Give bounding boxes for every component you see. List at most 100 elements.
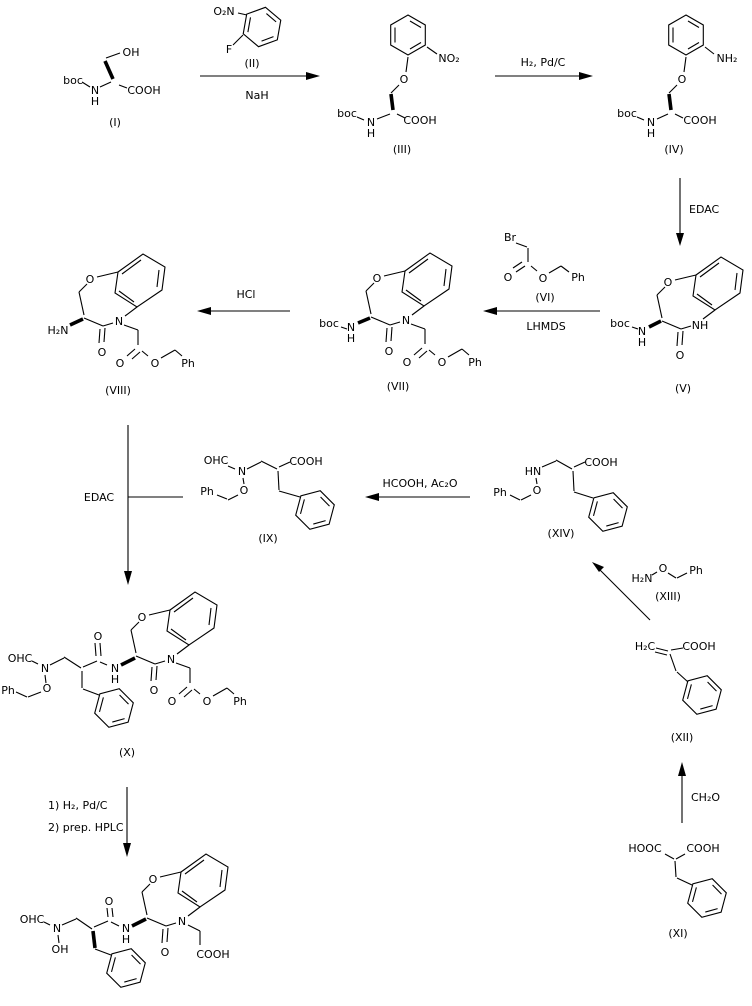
atom-label-h: H	[367, 127, 375, 140]
atom-label-o-carbonyl: O	[116, 357, 125, 370]
atom-label-n: N	[647, 116, 655, 129]
atom-label-o-benzyloxy: O	[43, 682, 52, 695]
compound-II: O₂N F (II)	[213, 3, 284, 70]
compound-label-IV: (IV)	[664, 143, 683, 156]
ester-side-chain	[175, 662, 235, 698]
atom-label-ohc: OHC	[8, 652, 33, 665]
atom-label-boc: boc	[337, 107, 357, 120]
atom-label-boc: boc	[63, 74, 83, 87]
atom-label-cooh: COOH	[686, 842, 719, 855]
compound-product: OHC N OH O N H O N O COOH	[20, 853, 230, 993]
atom-label-h2n: H₂N	[632, 572, 653, 585]
atom-label-cooh: COOH	[289, 455, 322, 468]
atom-label-cooh: COOH	[682, 640, 715, 653]
compound-label-V: (V)	[675, 382, 691, 395]
atom-label-h-amide: H	[111, 673, 119, 686]
atom-label-cooh: COOH	[127, 84, 160, 97]
compound-label-XII: (XII)	[671, 731, 694, 744]
benzoxazepinone-skeleton	[656, 256, 744, 347]
atom-label-o: O	[659, 562, 668, 575]
atom-label-o-ring: O	[138, 611, 147, 624]
arrow-x-to-product: 1) H₂, Pd/C 2) prep. HPLC	[48, 787, 131, 857]
compound-VI: Br O O Ph (VI)	[504, 231, 585, 304]
benzene-ring	[292, 485, 338, 535]
arrow-i-to-iii: NaH	[200, 72, 320, 102]
atom-label-ph: Ph	[468, 356, 482, 369]
atom-label-n: N	[638, 325, 646, 338]
atom-label-hooc: HOOC	[628, 842, 662, 855]
atom-label-n-ring: N	[178, 915, 186, 928]
atom-label-ohc: OHC	[204, 454, 229, 467]
atom-label-o-carbonyl: O	[403, 356, 412, 369]
benzene-ring	[684, 873, 730, 923]
atom-label-cooh: COOH	[683, 114, 716, 127]
atom-label-o-lactam: O	[385, 345, 394, 358]
reagent-label-edac-1: EDAC	[689, 203, 720, 216]
compound-X: OHC N O Ph O N H O N O O O Ph (X)	[1, 591, 247, 759]
compound-label-III: (III)	[393, 143, 411, 156]
compound-label-VI: (VI)	[535, 291, 554, 304]
atom-label-o: O	[678, 73, 687, 86]
atom-label-ph-benzyloxy: Ph	[1, 684, 15, 697]
atom-label-cooh: COOH	[196, 948, 229, 961]
atom-label-o: O	[400, 73, 409, 86]
atom-label-o: O	[240, 484, 249, 497]
compound-label-X: (X)	[119, 746, 135, 759]
atom-label-ph: Ph	[493, 486, 507, 499]
atom-label-ph-ester: Ph	[233, 695, 247, 708]
compound-XII: H₂C COOH (XII)	[635, 640, 725, 744]
arrow-iii-to-iv: H₂, Pd/C	[495, 56, 593, 80]
atom-label-o-lactam: O	[150, 684, 159, 697]
reagent-label-step1: 1) H₂, Pd/C	[48, 799, 108, 812]
compound-I: boc N H OH COOH (I)	[63, 46, 161, 129]
compound-XIII: H₂N O Ph (XIII)	[632, 562, 703, 603]
atom-label-n-ring: N	[167, 653, 175, 666]
compound-label-VII: (VII)	[387, 380, 410, 393]
atom-label-o-carbonyl: O	[504, 271, 513, 284]
atom-label-o2n: O₂N	[213, 5, 234, 18]
atom-label-ph: Ph	[571, 271, 585, 284]
atom-label-n-ring: N	[402, 314, 410, 327]
atom-label-f: F	[226, 43, 232, 56]
benzoxazepinone-skeleton	[365, 252, 453, 343]
ester-side-chain	[410, 323, 470, 359]
atom-label-n-amide: N	[111, 662, 119, 675]
reagent-label-nah: NaH	[245, 89, 268, 102]
arrow-viii-to-x: EDAC	[84, 425, 183, 585]
atom-label-cooh: COOH	[403, 114, 436, 127]
reagent-label-h2-pdc: H₂, Pd/C	[521, 56, 566, 69]
atom-label-n: N	[53, 922, 61, 935]
reagent-label-edac-2: EDAC	[84, 491, 115, 504]
atom-label-hn: HN	[525, 465, 542, 478]
compound-label-XIII: (XIII)	[655, 590, 681, 603]
atom-label-n: N	[91, 84, 99, 97]
atom-label-o-ester: O	[203, 695, 212, 708]
atom-label-oh: OH	[123, 46, 140, 59]
compound-VII: O N O boc N H O O Ph (VII)	[319, 252, 482, 393]
benzene-ring	[668, 14, 704, 56]
reagent-label-hcooh-ac2o: HCOOH, Ac₂O	[383, 477, 458, 490]
ester-side-chain	[123, 324, 183, 360]
compound-XIV: HN COOH O Ph (XIV)	[493, 456, 631, 540]
atom-label-o-ring: O	[373, 272, 382, 285]
compound-IV: NH₂ O boc N H COOH (IV)	[617, 14, 737, 156]
atom-label-boc: boc	[617, 107, 637, 120]
reagent-label-lhmds: LHMDS	[526, 320, 565, 333]
compound-VIII: O N O H₂N O O Ph (VIII)	[48, 253, 195, 397]
atom-label-o-ester: O	[151, 357, 160, 370]
compound-XI: HOOC COOH (XI)	[628, 842, 730, 940]
atom-label-h-amide: H	[122, 933, 130, 946]
arrow-xii-to-xiv	[592, 562, 651, 621]
atom-label-o: O	[533, 484, 542, 497]
atom-label-ph: Ph	[181, 357, 195, 370]
compound-label-XI: (XI)	[668, 927, 687, 940]
atom-label-o-ring: O	[664, 276, 673, 289]
atom-label-o-ring: O	[149, 873, 158, 886]
compound-IX: OHC N COOH O Ph (IX)	[200, 454, 338, 545]
atom-label-n: N	[238, 465, 246, 478]
atom-label-n: N	[367, 116, 375, 129]
reagent-label-hcl: HCl	[236, 288, 255, 301]
atom-label-ph: Ph	[200, 485, 214, 498]
arrow-v-to-vii: LHMDS	[483, 307, 600, 333]
